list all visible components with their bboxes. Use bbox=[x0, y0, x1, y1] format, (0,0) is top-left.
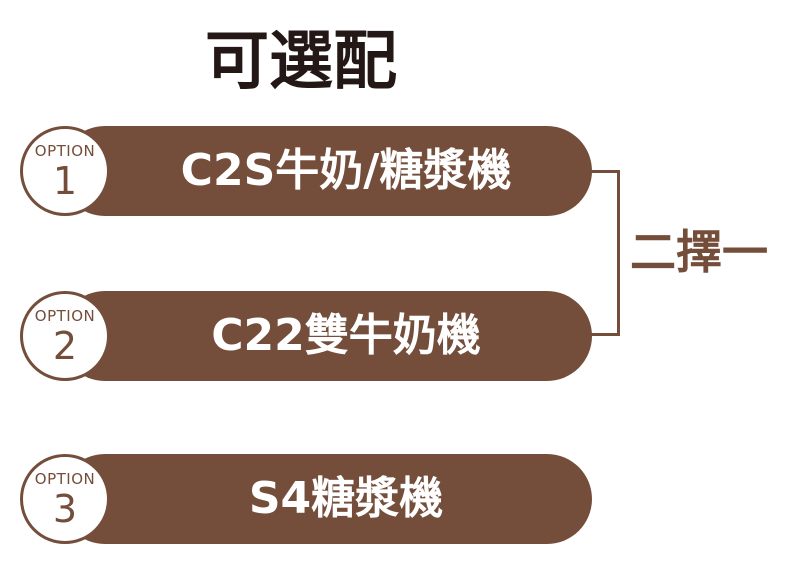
option-3-bar bbox=[60, 454, 592, 544]
option-1-badge: OPTION 1 bbox=[20, 126, 110, 216]
option-2-badge-word: OPTION bbox=[34, 307, 96, 325]
option-3-badge-word: OPTION bbox=[34, 470, 96, 488]
choose-one-label: 二擇一 bbox=[630, 225, 768, 279]
option-2-badge-number: 2 bbox=[52, 324, 78, 368]
option-3-badge-number: 3 bbox=[52, 487, 78, 531]
option-2-item: C22雙牛奶機 OPTION 2 bbox=[20, 291, 592, 381]
option-1-item: C2S牛奶/糖漿機 OPTION 1 bbox=[20, 126, 592, 216]
choice-bracket bbox=[590, 170, 620, 336]
option-1-bar bbox=[60, 126, 592, 216]
option-2-label: C22雙牛奶機 bbox=[211, 310, 481, 361]
option-1-badge-word: OPTION bbox=[34, 142, 96, 160]
option-1-badge-number: 1 bbox=[52, 159, 78, 203]
option-2-bar bbox=[60, 291, 592, 381]
option-3-item: S4糖漿機 OPTION 3 bbox=[20, 454, 592, 544]
option-3-label: S4糖漿機 bbox=[248, 473, 444, 524]
option-2-badge: OPTION 2 bbox=[20, 291, 110, 381]
page-title: 可選配 bbox=[205, 25, 397, 99]
option-1-label: C2S牛奶/糖漿機 bbox=[180, 145, 512, 196]
option-3-badge: OPTION 3 bbox=[20, 454, 110, 544]
